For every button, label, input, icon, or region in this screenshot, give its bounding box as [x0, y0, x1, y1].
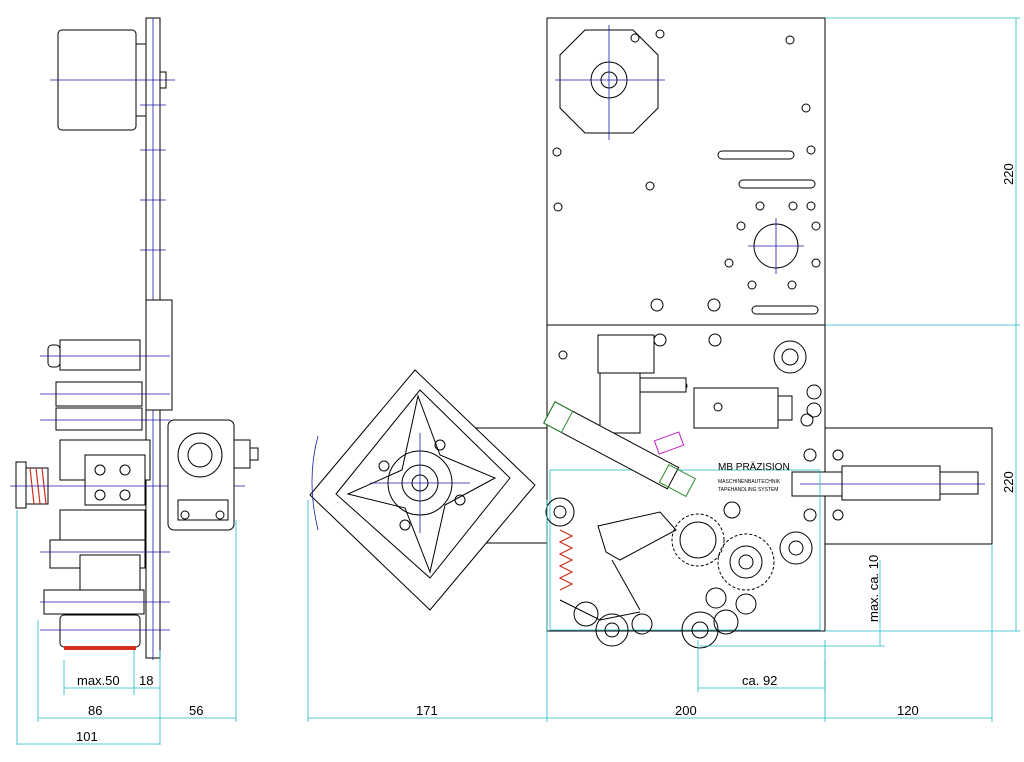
- dim-18: 18: [139, 673, 153, 688]
- logo-line1: MASCHINENBAUTECHNIK: [718, 479, 781, 485]
- knob: [773, 340, 807, 374]
- dim-171: 171: [416, 703, 438, 718]
- gear-1: [671, 513, 725, 567]
- slot-2: [738, 179, 816, 189]
- valve-body: [597, 334, 655, 374]
- dim-ca92: ca. 92: [742, 673, 777, 688]
- dim-120: 120: [897, 703, 919, 718]
- air-cylinder-right: [841, 465, 941, 501]
- dim-220-top: 220: [1001, 163, 1016, 185]
- front-dimensions: [307, 17, 1020, 722]
- diagonal-cylinder: [543, 401, 697, 498]
- side-knurl: [15, 461, 27, 509]
- slot-1: [717, 150, 795, 160]
- dim-max-ca10: max. ca. 10: [866, 555, 881, 622]
- dim-200: 200: [675, 703, 697, 718]
- logo-brand: MB PRÄZISION: [718, 461, 790, 473]
- dim-220-bottom: 220: [1001, 471, 1016, 493]
- mounting-holes-upper: [552, 29, 821, 312]
- star-plate: [309, 369, 536, 611]
- slot-3: [751, 305, 819, 315]
- dim-max50: max.50: [77, 673, 120, 688]
- side-view: [10, 17, 259, 660]
- air-cylinder-upper: [693, 387, 779, 429]
- front-view: MB PRÄZISION MASCHINENBAUTECHNIK TAPEHAN…: [309, 17, 993, 649]
- tension-spring: [558, 529, 574, 591]
- side-dimensions: [16, 510, 237, 745]
- side-roller-bottom: [59, 614, 141, 648]
- lower-plate: [546, 324, 826, 632]
- dim-86: 86: [88, 703, 102, 718]
- dim-56: 56: [189, 703, 203, 718]
- dim-101: 101: [76, 729, 98, 744]
- magenta-fitting: [653, 431, 685, 455]
- gear-2: [717, 533, 775, 591]
- guide-rollers: [573, 501, 813, 649]
- logo-line2: TAPEHANDLING SYSTEM: [718, 487, 778, 493]
- lever-arm: [597, 511, 677, 561]
